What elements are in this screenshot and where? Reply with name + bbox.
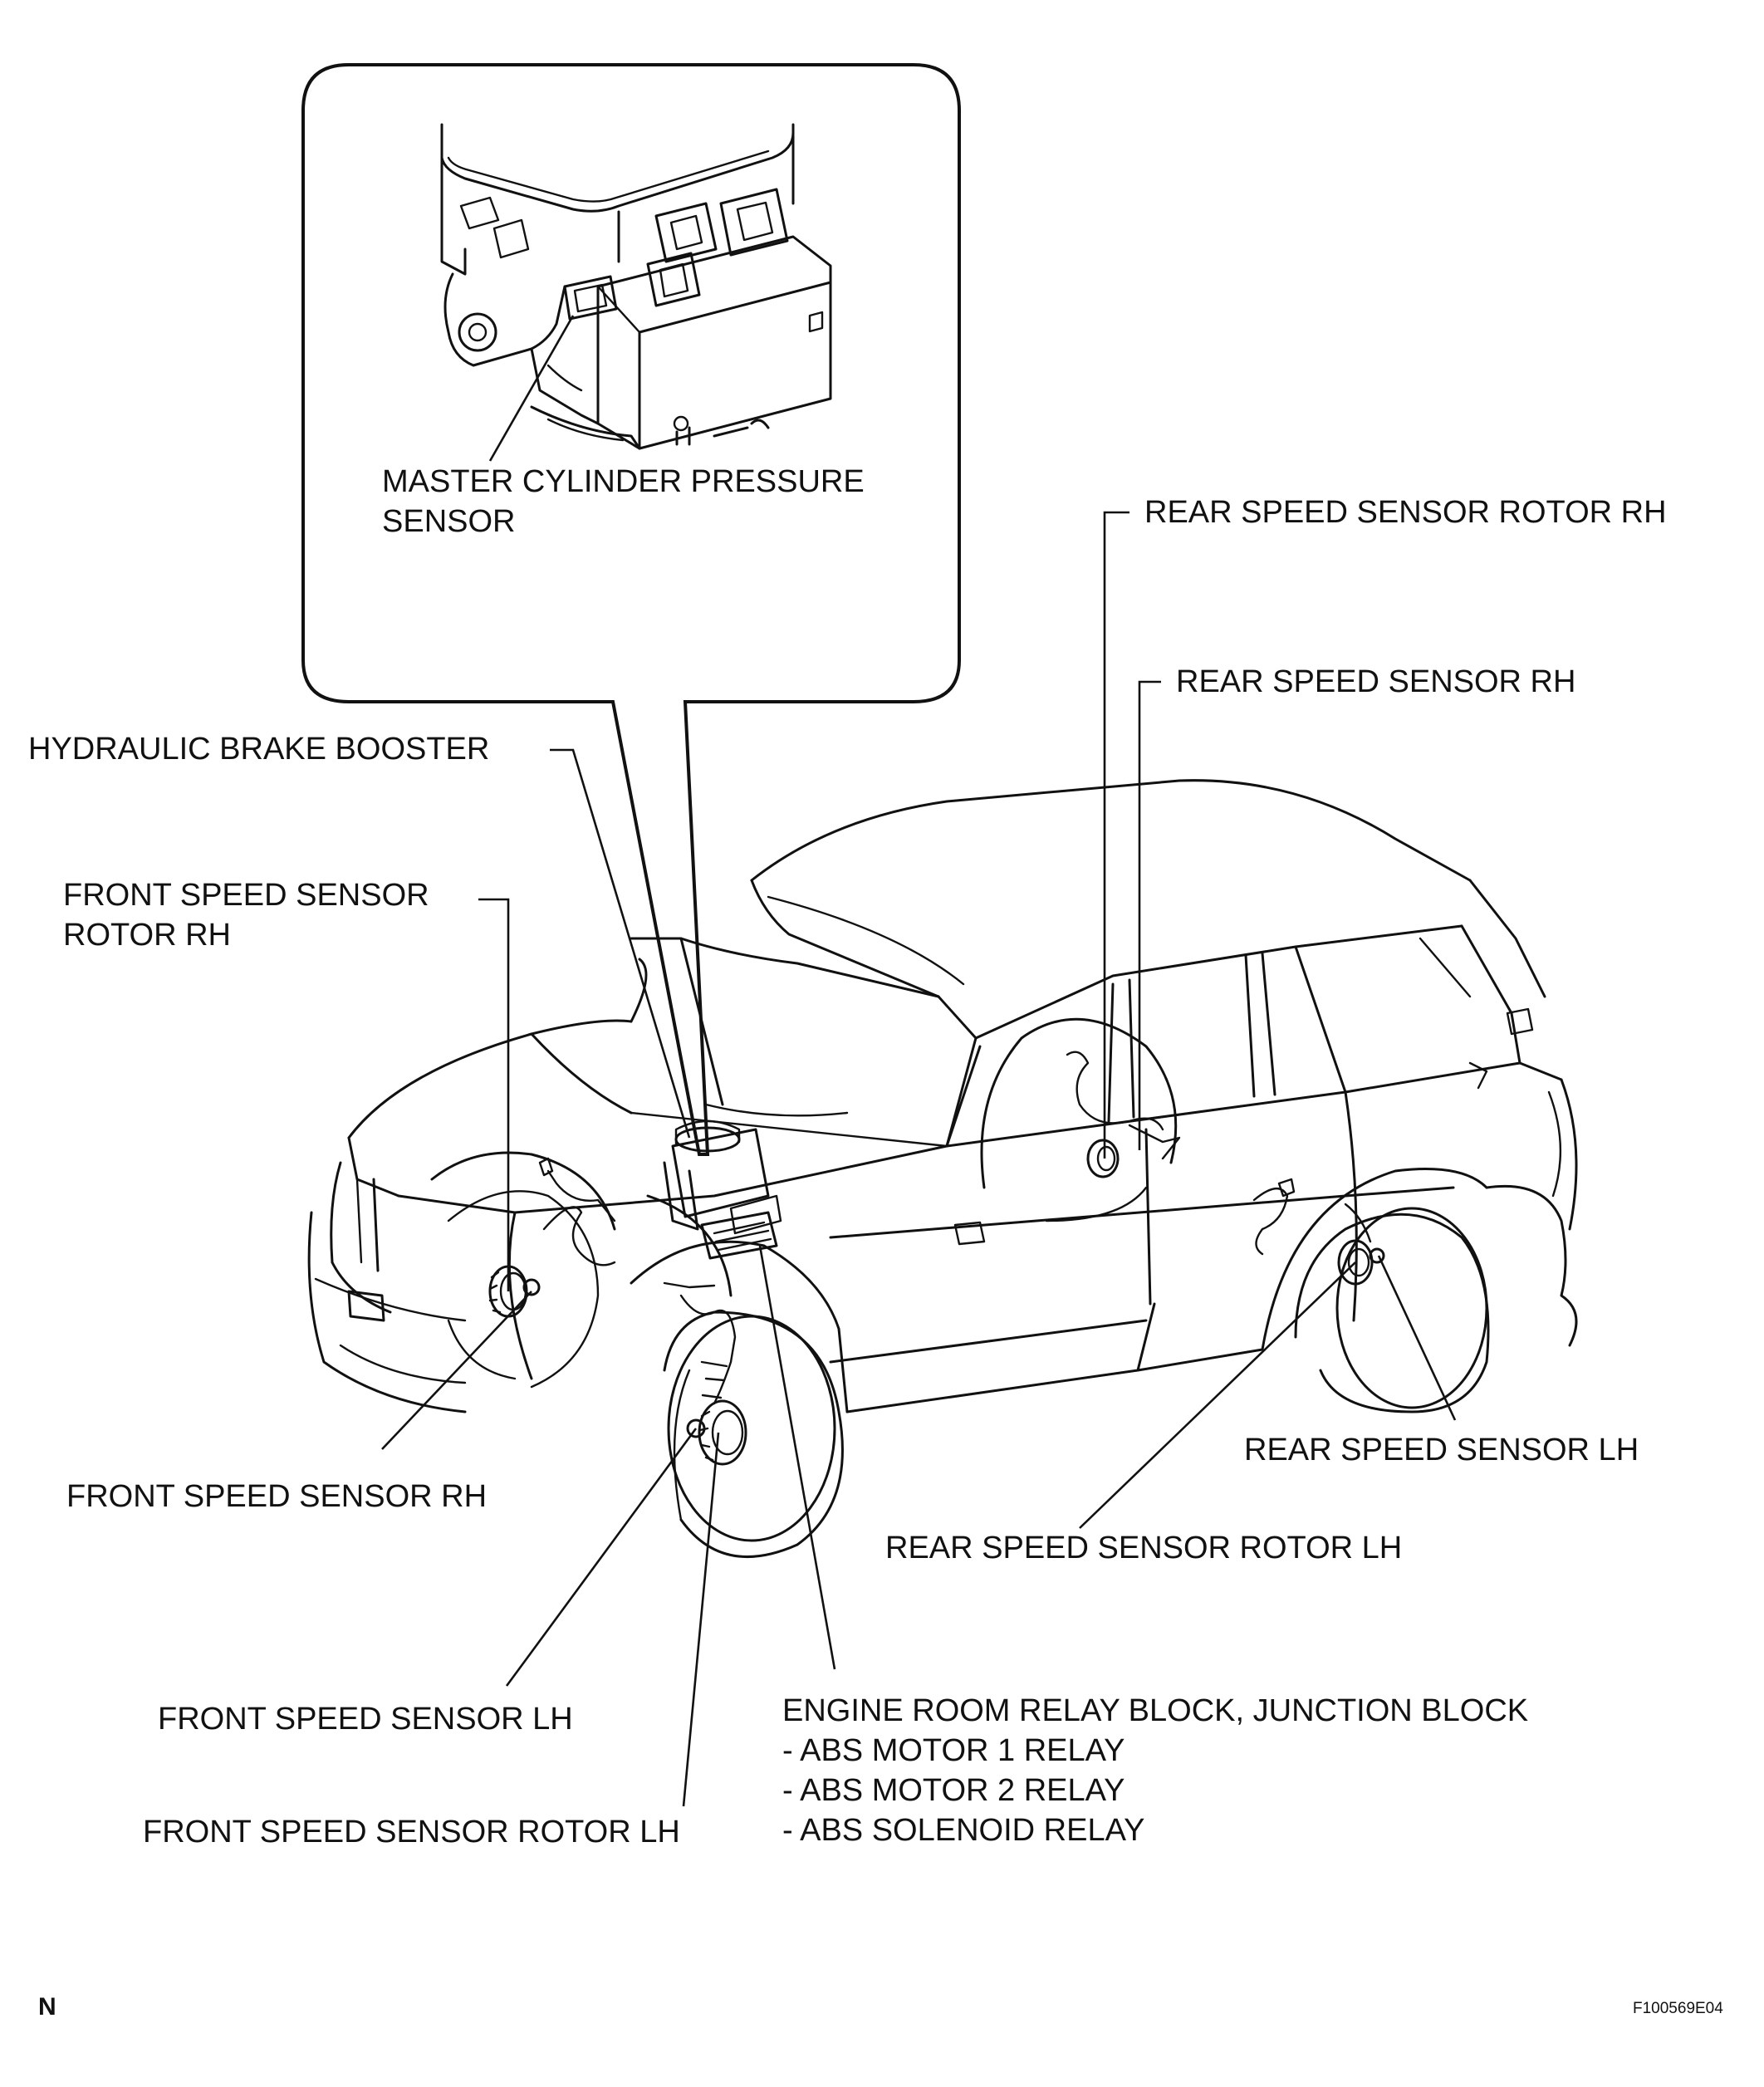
label-master-cylinder-pressure-sensor-line-1: MASTER CYLINDER PRESSURE [382, 464, 865, 499]
label-hydraulic-brake-booster: HYDRAULIC BRAKE BOOSTER [28, 732, 490, 767]
label-master-cylinder-pressure-sensor-line-2: SENSOR [382, 504, 516, 539]
label-front-speed-sensor-rotor-rh-line-2: ROTOR RH [63, 918, 231, 953]
figure-code: F100569E04 [1633, 2000, 1723, 2017]
label-relay-item-abs-motor-1: - ABS MOTOR 1 RELAY [782, 1733, 1125, 1768]
master-cylinder-detail [440, 123, 832, 462]
label-relay-item-abs-solenoid: - ABS SOLENOID RELAY [782, 1813, 1145, 1848]
label-front-speed-sensor-rotor-rh-line-1: FRONT SPEED SENSOR [63, 878, 429, 913]
label-front-speed-sensor-lh: FRONT SPEED SENSOR LH [158, 1702, 573, 1737]
components [488, 1051, 1385, 1466]
vehicle-outline [307, 779, 1578, 1559]
label-rear-speed-sensor-lh: REAR SPEED SENSOR LH [1244, 1433, 1639, 1467]
leader-lines [381, 511, 1457, 1807]
inset-callout [301, 63, 961, 1156]
corner-mark: N [38, 1993, 56, 2021]
label-rear-speed-sensor-rh: REAR SPEED SENSOR RH [1176, 664, 1576, 699]
label-front-speed-sensor-rotor-lh: FRONT SPEED SENSOR ROTOR LH [143, 1815, 680, 1849]
label-front-speed-sensor-rh: FRONT SPEED SENSOR RH [66, 1479, 488, 1514]
label-relay-block-title: ENGINE ROOM RELAY BLOCK, JUNCTION BLOCK [782, 1693, 1529, 1728]
label-rear-speed-sensor-rotor-lh: REAR SPEED SENSOR ROTOR LH [885, 1531, 1403, 1565]
label-rear-speed-sensor-rotor-rh: REAR SPEED SENSOR ROTOR RH [1144, 495, 1667, 530]
label-relay-item-abs-motor-2: - ABS MOTOR 2 RELAY [782, 1773, 1125, 1808]
